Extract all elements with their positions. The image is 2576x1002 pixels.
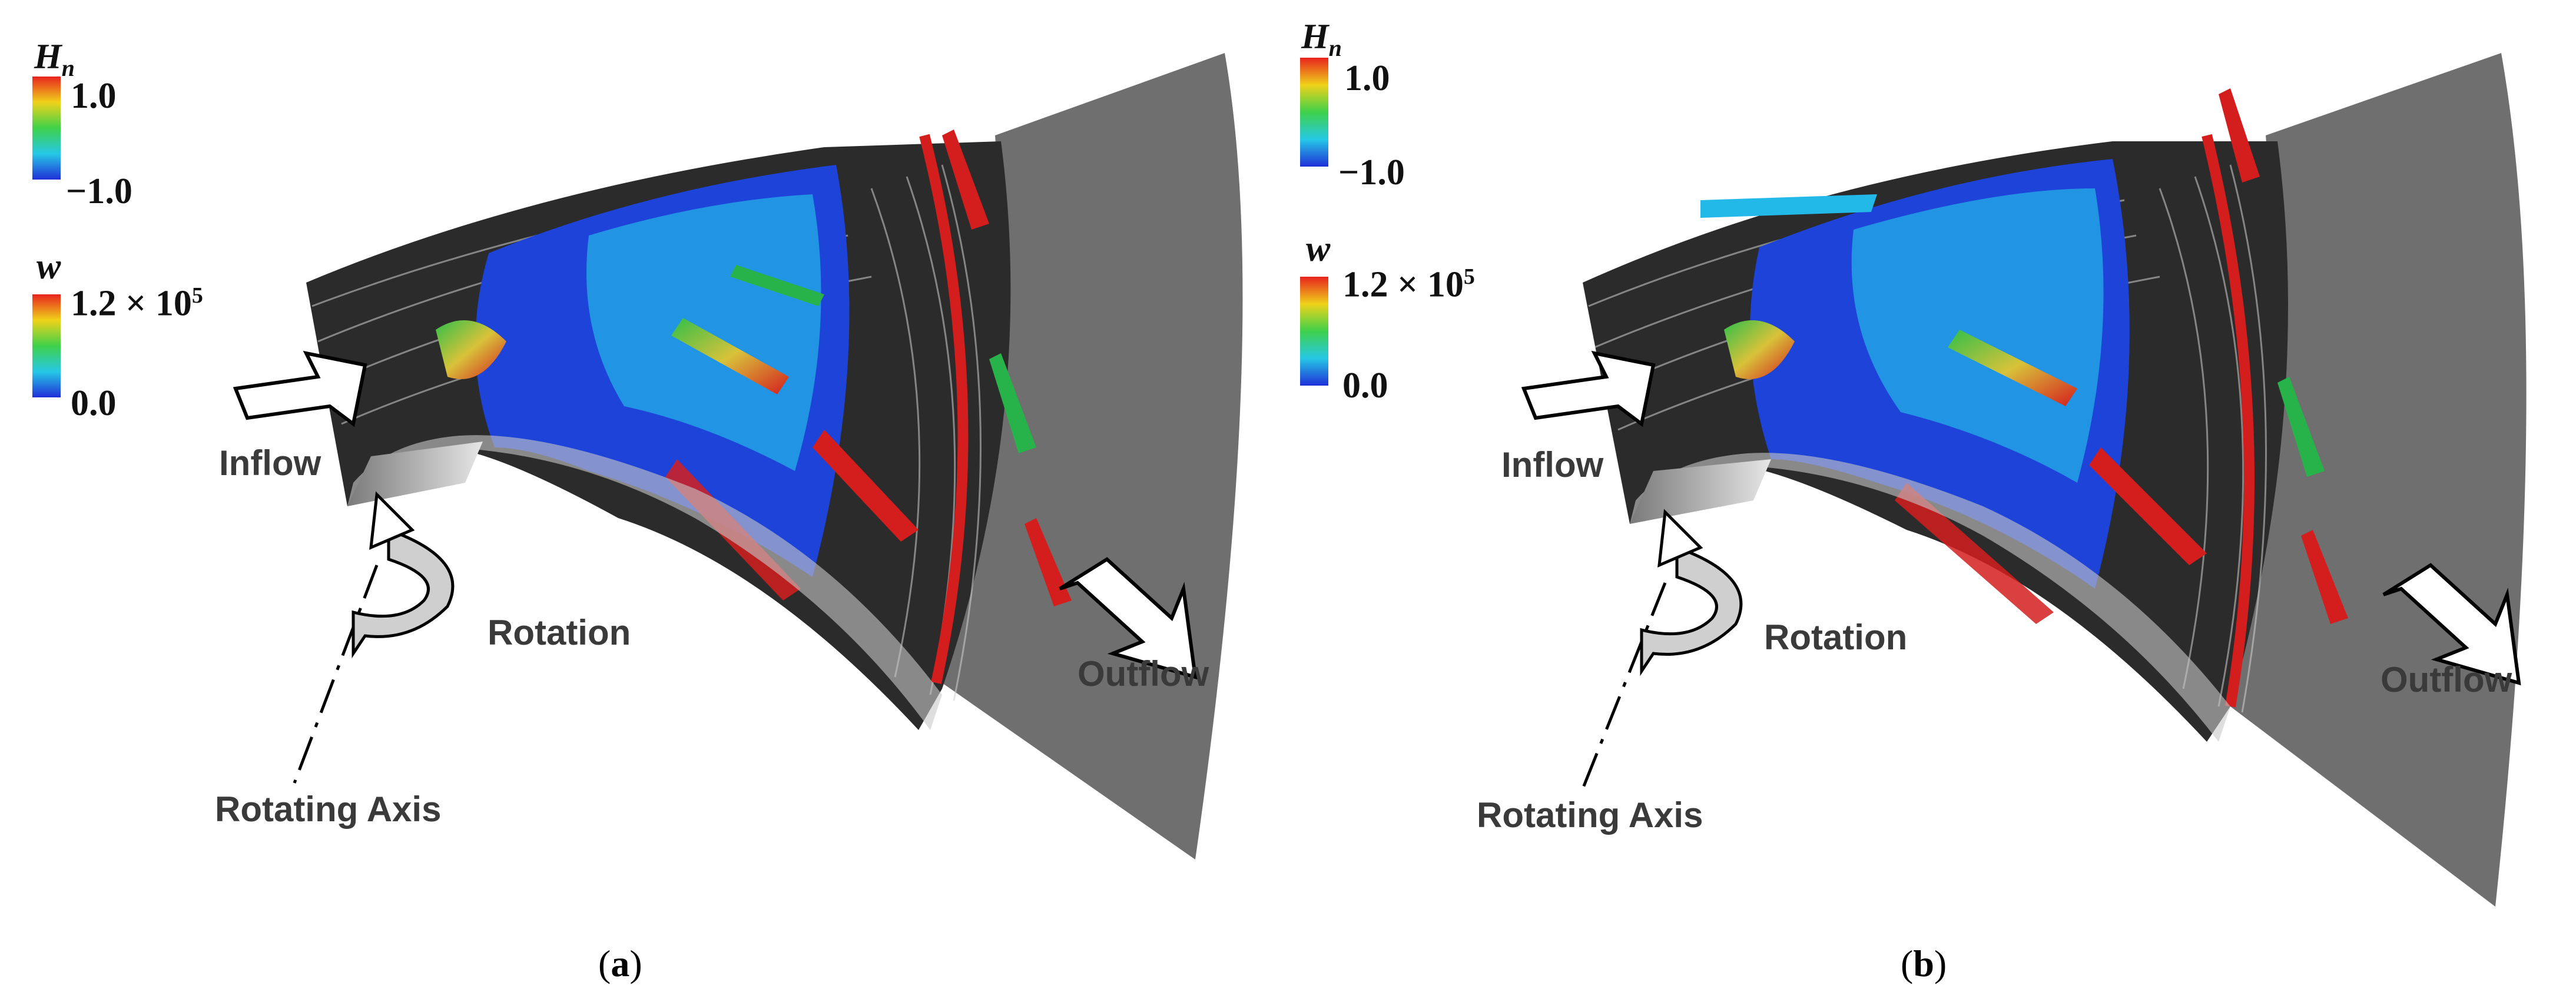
impeller-render: [32, 53, 1243, 860]
legend-hn-min: −1.0: [1338, 152, 1405, 193]
legend-w-max: 1.2 × 105: [1342, 264, 1475, 305]
outflow-arrow: [2382, 563, 2521, 686]
legend-w-min: 0.0: [71, 383, 117, 423]
panel-label-a: (a): [598, 943, 642, 984]
hub-surface: [347, 435, 942, 730]
rotation-label: Rotation: [1764, 618, 1908, 657]
rotation-arrow: [352, 527, 455, 659]
contour-surface-light: [1851, 188, 2104, 483]
rotating-axis-line: [293, 565, 379, 784]
rotation-label: Rotation: [488, 613, 631, 652]
legend-hn-colorbar: [1300, 58, 1328, 167]
inflow-label: Inflow: [219, 443, 321, 483]
legend-hn-min: −1.0: [66, 171, 132, 211]
hub-inlet: [347, 442, 483, 506]
legend-w-colorbar: [32, 294, 61, 397]
inflow-arrow: [233, 350, 367, 427]
blade-edge: [919, 134, 969, 684]
panel-label-b: (b): [1901, 943, 1947, 984]
figure-panel-a: Hn 1.0 −1.0 w 1.2 × 105 0.0 Inflow Rotat…: [32, 37, 1243, 984]
outflow-label: Outflow: [2381, 660, 2512, 699]
outflow-label: Outflow: [1078, 654, 1209, 694]
legend-w-colorbar: [1300, 277, 1328, 386]
rotating-axis-label: Rotating Axis: [215, 789, 442, 829]
casing-shroud: [2230, 53, 2527, 907]
rotation-arrow: [1640, 545, 1743, 676]
impeller-render: [1300, 53, 2527, 907]
legend-hn-max: 1.0: [1344, 58, 1390, 98]
inflow-arrow: [1521, 350, 1656, 427]
legend-hn-max: 1.0: [71, 76, 117, 116]
hub-inlet: [1630, 459, 1771, 524]
legend-w-min: 0.0: [1342, 366, 1388, 406]
rotating-axis-label: Rotating Axis: [1477, 795, 1703, 835]
rotating-axis-line: [1581, 582, 1667, 789]
legend-w-max: 1.2 × 105: [71, 283, 203, 324]
figure-panel-b: Hn 1.0 −1.0 w 1.2 × 105 0.0 Inflow Rotat…: [1288, 0, 2576, 1002]
legend-w-title: w: [37, 247, 61, 287]
hub-surface: [1630, 453, 2230, 742]
rotation-arrow-head: [369, 491, 415, 550]
legend-hn-title: Hn: [1301, 17, 1342, 61]
vortex-structures: [1700, 88, 2348, 624]
outflow-arrow: [1059, 557, 1198, 680]
legend-w-title: w: [1306, 229, 1331, 269]
rotation-arrow-head: [1657, 509, 1703, 568]
inflow-label: Inflow: [1501, 445, 1604, 485]
legend-hn-colorbar: [32, 77, 61, 180]
blade-edge: [2202, 134, 2255, 708]
legend-hn-title: Hn: [34, 37, 75, 81]
